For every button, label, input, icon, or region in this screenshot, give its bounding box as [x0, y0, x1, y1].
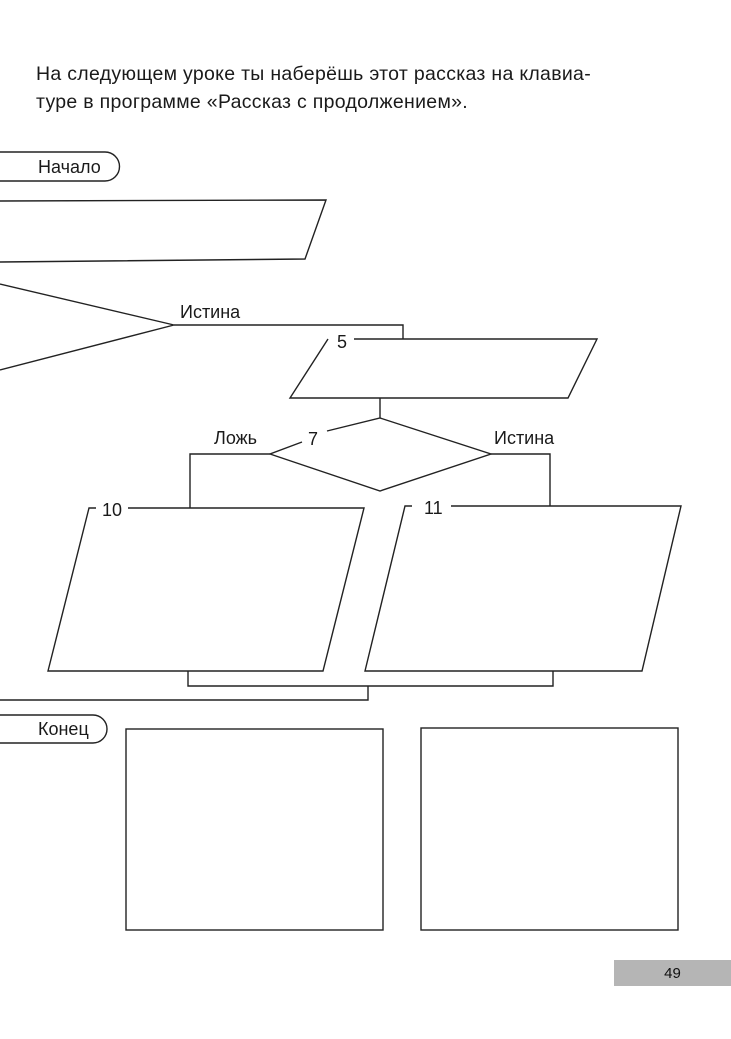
true-label-2: Истина	[494, 428, 555, 448]
start-terminator	[0, 151, 121, 182]
block-number-10: 10	[102, 500, 122, 520]
io-block-10	[47, 507, 365, 672]
connector-true-2	[491, 453, 551, 506]
end-label: Конец	[38, 719, 89, 739]
intro-line-1: На следующем уроке ты наберёшь этот расс…	[36, 63, 591, 85]
intro-line-2: туре в программе «Рассказ с продолжением…	[36, 91, 469, 113]
drawing-frame-left	[125, 728, 384, 931]
connector-merge	[187, 671, 554, 687]
connector-true-1	[174, 324, 404, 339]
io-block-top	[0, 199, 327, 263]
start-label: Начало	[38, 157, 101, 177]
false-label: Ложь	[214, 428, 257, 448]
io-block-5	[288, 338, 599, 399]
end-terminator	[0, 714, 108, 744]
connector-to-end	[0, 686, 369, 701]
drawing-frame-right	[420, 727, 679, 931]
decision-left	[0, 283, 175, 371]
block-number-5: 5	[337, 332, 347, 352]
intro-text: На следующем уроке ты наберёшь этот расс…	[36, 60, 676, 116]
decision-7	[267, 417, 494, 492]
true-label-1: Истина	[180, 302, 241, 322]
connector-false	[189, 453, 270, 508]
block-number-11: 11	[424, 498, 443, 518]
block-number-7: 7	[308, 429, 318, 449]
io-block-11	[364, 505, 682, 672]
page-number: 49	[614, 960, 731, 986]
